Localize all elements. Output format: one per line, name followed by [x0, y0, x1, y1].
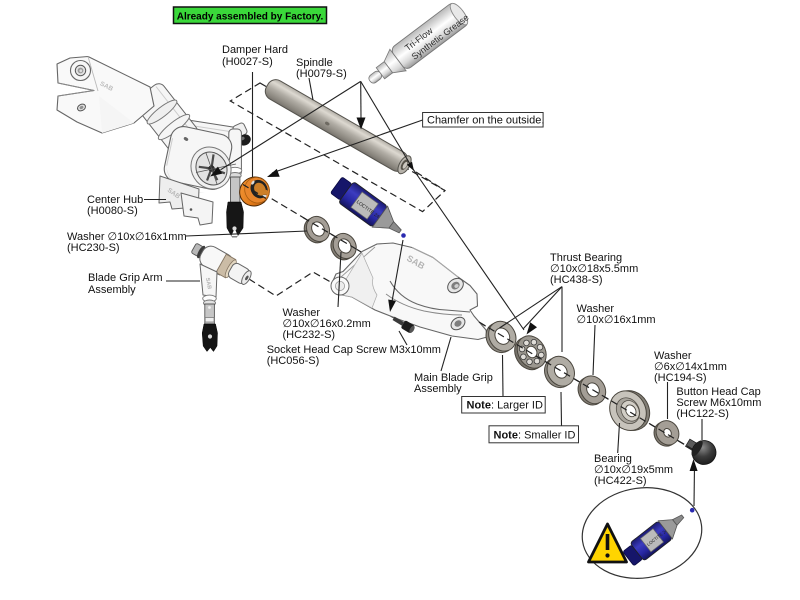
svg-text:Thrust Bearing: Thrust Bearing: [550, 252, 622, 264]
svg-text:(HC056-S): (HC056-S): [267, 355, 320, 367]
svg-text:Note: Larger ID: Note: Larger ID: [467, 400, 543, 412]
svg-text:∅10x∅16x1mm: ∅10x∅16x1mm: [577, 314, 656, 326]
svg-text:Washer: Washer: [283, 307, 321, 319]
svg-text:Bearing: Bearing: [594, 453, 632, 465]
svg-text:(HC232-S): (HC232-S): [283, 329, 336, 341]
svg-text:(HC122-S): (HC122-S): [676, 408, 729, 420]
svg-text:Already assembled by Factory.: Already assembled by Factory.: [177, 12, 324, 23]
svg-text:Damper Hard: Damper Hard: [222, 44, 288, 56]
svg-text:Washer ∅10x∅16x1mm: Washer ∅10x∅16x1mm: [67, 231, 187, 243]
svg-text:(H0079-S): (H0079-S): [296, 68, 347, 80]
svg-text:Center Hub: Center Hub: [87, 194, 143, 206]
svg-text:(HC422-S): (HC422-S): [594, 475, 647, 487]
svg-text:∅10x∅16x0.2mm: ∅10x∅16x0.2mm: [283, 318, 371, 330]
svg-text:∅10x∅19x5mm: ∅10x∅19x5mm: [594, 464, 673, 476]
svg-text:Assembly: Assembly: [88, 284, 136, 296]
svg-text:Socket Head Cap Screw M3x10mm: Socket Head Cap Screw M3x10mm: [267, 344, 441, 356]
svg-text:Washer: Washer: [654, 350, 692, 362]
svg-text:Spindle: Spindle: [296, 57, 333, 69]
svg-text:(HC194-S): (HC194-S): [654, 372, 707, 384]
svg-text:(HC438-S): (HC438-S): [550, 274, 603, 286]
svg-text:Blade Grip Arm: Blade Grip Arm: [88, 272, 163, 284]
svg-text:Washer: Washer: [577, 303, 615, 315]
svg-text:∅6x∅14x1mm: ∅6x∅14x1mm: [654, 361, 727, 373]
svg-text:Button Head Cap: Button Head Cap: [676, 386, 760, 398]
svg-text:(HC230-S): (HC230-S): [67, 242, 120, 254]
svg-text:∅10x∅18x5.5mm: ∅10x∅18x5.5mm: [550, 263, 638, 275]
svg-text:Main Blade Grip: Main Blade Grip: [414, 372, 493, 384]
svg-text:Chamfer on the outside.: Chamfer on the outside.: [427, 115, 544, 127]
svg-text:Screw M6x10mm: Screw M6x10mm: [676, 397, 761, 409]
svg-text:(H0080-S): (H0080-S): [87, 205, 138, 217]
svg-text:SAB: SAB: [204, 277, 212, 290]
svg-text:Assembly: Assembly: [414, 383, 462, 395]
svg-text:Note: Smaller ID: Note: Smaller ID: [494, 430, 576, 442]
svg-text:(H0027-S): (H0027-S): [222, 56, 273, 68]
